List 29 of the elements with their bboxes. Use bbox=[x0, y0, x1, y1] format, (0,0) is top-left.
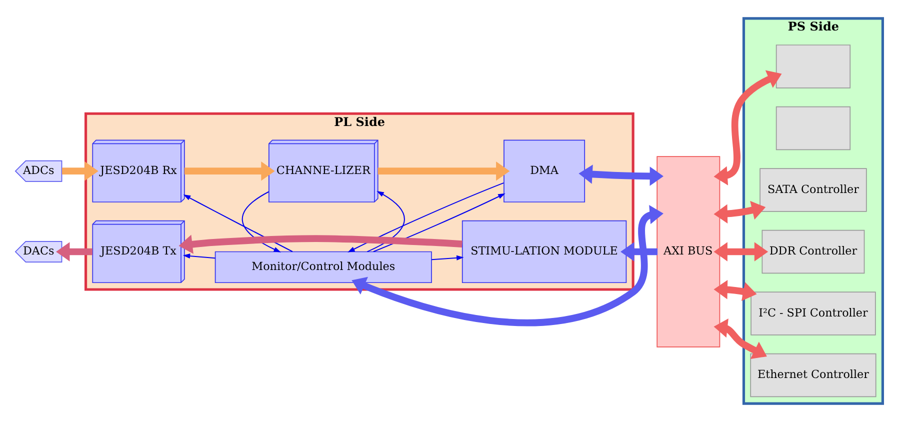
arrow bbox=[578, 164, 664, 186]
arrow bbox=[184, 162, 275, 181]
arrow bbox=[62, 162, 98, 181]
node-box bbox=[776, 106, 851, 150]
arrow bbox=[182, 254, 216, 259]
arrow bbox=[714, 200, 766, 224]
node-box bbox=[776, 44, 851, 88]
arrow bbox=[367, 191, 405, 252]
arrow bbox=[714, 70, 782, 186]
arrow bbox=[714, 242, 768, 262]
arrow bbox=[56, 242, 92, 262]
arrow bbox=[348, 182, 504, 252]
node-box: STIMU-LATION MODULE bbox=[462, 220, 627, 284]
arrow bbox=[352, 205, 664, 326]
arrow bbox=[178, 234, 462, 254]
node-box: Ethernet Controller bbox=[750, 353, 876, 398]
arrow bbox=[242, 191, 281, 252]
node-box: I²C - SPI Controller bbox=[750, 292, 876, 336]
arrow bbox=[183, 194, 293, 252]
arrow bbox=[432, 255, 464, 260]
node-box: DMA bbox=[504, 140, 586, 202]
node-box: Monitor/Control Modules bbox=[214, 251, 432, 284]
node-box: DDR Controller bbox=[762, 230, 865, 274]
arrow bbox=[373, 193, 506, 252]
node-box: SATA Controller bbox=[760, 168, 867, 212]
arrow bbox=[378, 162, 510, 181]
arrow bbox=[714, 318, 767, 359]
arrow bbox=[714, 280, 757, 301]
arrow bbox=[620, 242, 658, 262]
